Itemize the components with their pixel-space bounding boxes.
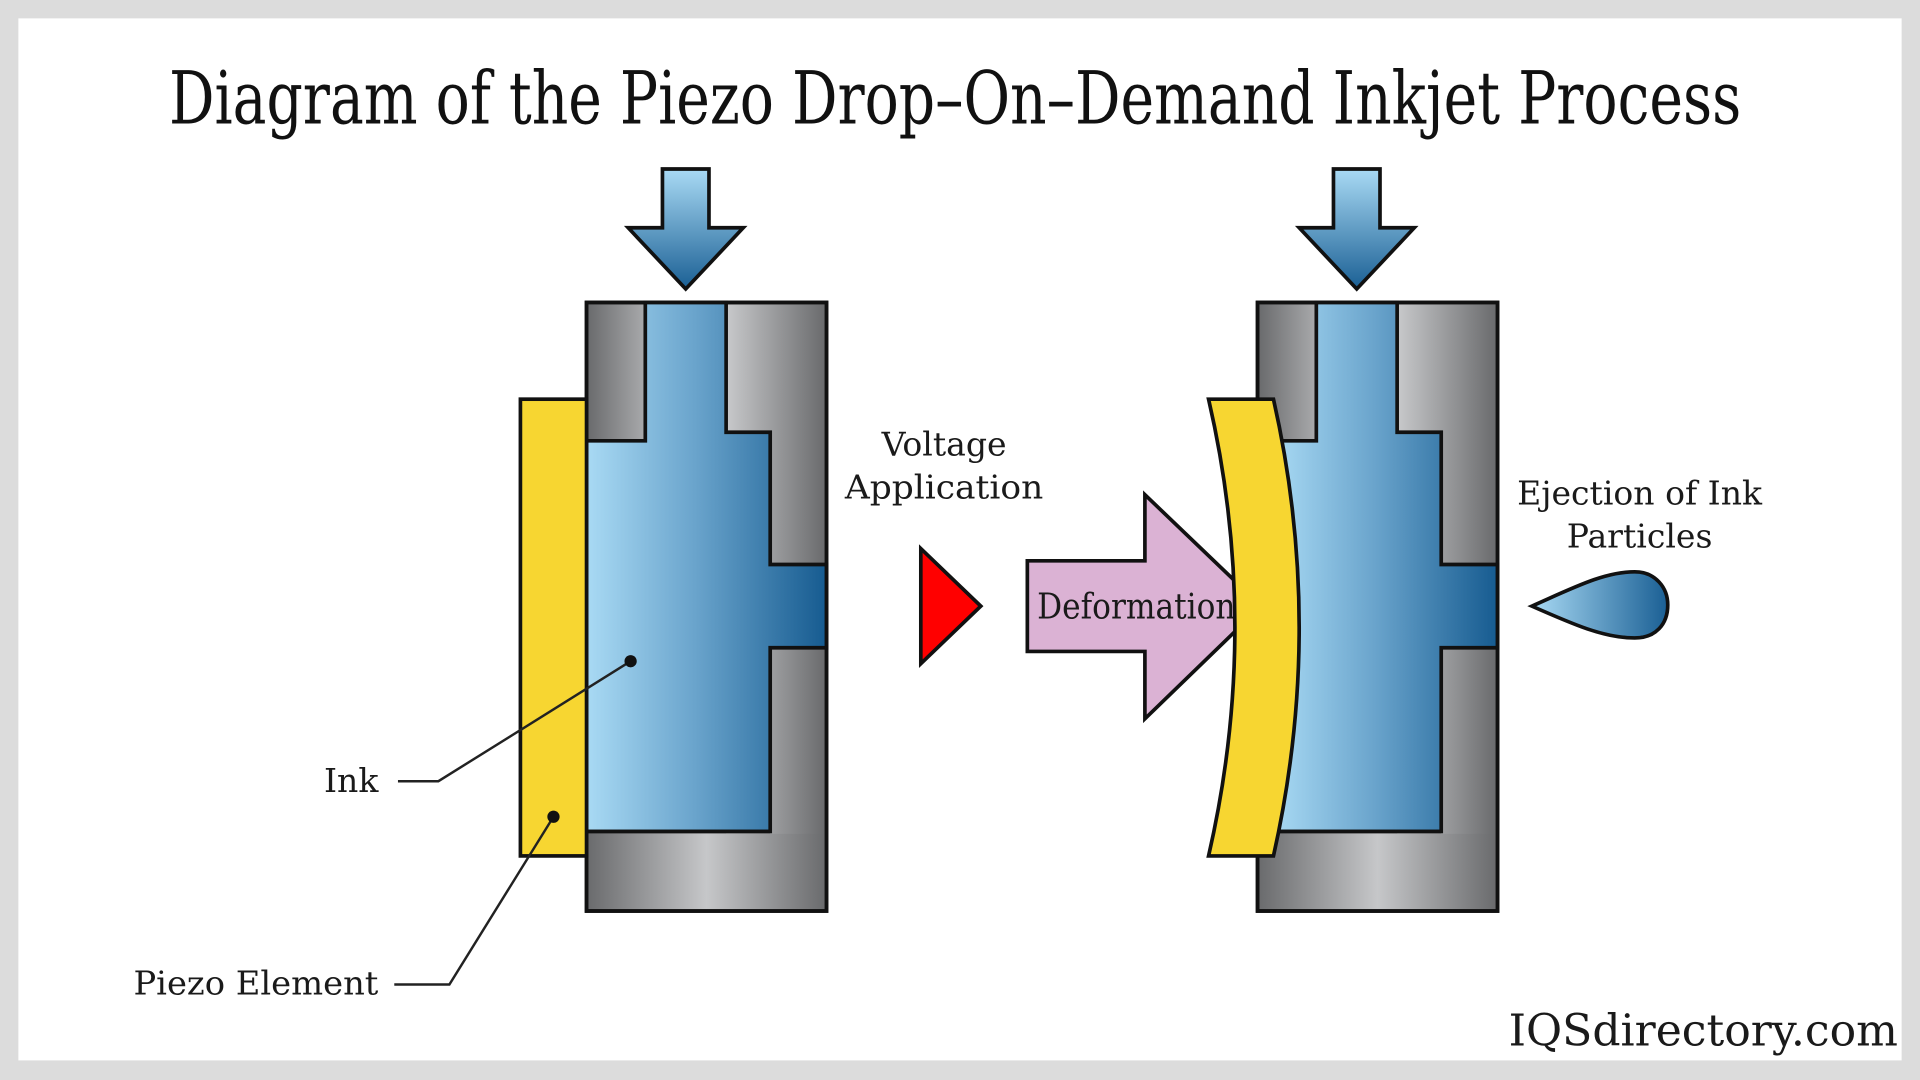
voltage-label-line2: Application <box>844 467 1043 506</box>
stage-before-voltage: Ink Piezo Element <box>133 167 829 1002</box>
housing-top-left <box>588 304 646 440</box>
housing-bottom <box>588 833 825 909</box>
ink-leader-line <box>397 660 632 783</box>
ink-pointer-dot <box>624 655 637 668</box>
ink-feed-arrow-icon <box>623 167 748 292</box>
piezo-pointer-dot <box>547 810 560 823</box>
piezo-element-label: Piezo Element <box>133 963 379 1002</box>
ejection-label-line2: Particles <box>1567 516 1713 555</box>
ink-label: Ink <box>324 761 379 800</box>
canvas-background <box>18 18 1902 1061</box>
piezo-element-deformed <box>1206 397 1302 858</box>
stage-after-voltage <box>1206 167 1670 913</box>
voltage-label-line1: Voltage <box>881 425 1007 464</box>
deformation-label: Deformation <box>1037 586 1235 627</box>
deformation-arrow <box>1025 490 1264 724</box>
brand-watermark: IQSdirectory.com <box>1509 1006 1898 1057</box>
piezo-element <box>518 397 589 858</box>
housing-bottom <box>1260 833 1496 909</box>
ejection-label-line1: Ejection of Ink <box>1517 473 1763 512</box>
diagram-title: Diagram of the Piezo Drop–On–Demand Inkj… <box>169 57 1741 142</box>
ink-feed-arrow-icon <box>1294 167 1419 292</box>
piezo-leader-line <box>394 816 555 986</box>
voltage-triangle-icon <box>918 544 984 668</box>
ink-droplet-icon <box>1527 569 1670 640</box>
